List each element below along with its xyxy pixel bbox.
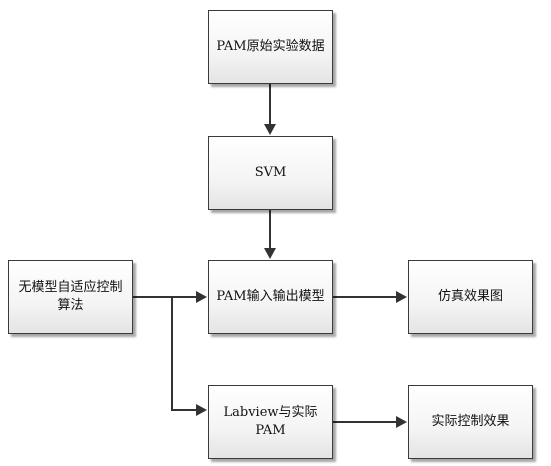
node-control-effect: 实际控制效果 (408, 385, 533, 459)
node-controller: 无模型自适应控制 算法 (8, 260, 133, 334)
arrowhead-model-to-sim (396, 291, 407, 303)
arrowhead-labview-to-effect (396, 416, 407, 428)
node-simulation: 仿真效果图 (408, 260, 533, 334)
arrowhead-svm-to-model (264, 248, 276, 259)
arrowhead-raw-to-svm (264, 124, 276, 135)
node-io-model: PAM输入输出模型 (208, 260, 333, 334)
node-simulation-label: 仿真效果图 (437, 289, 503, 304)
node-labview-label: Labview与实际PAM (223, 405, 318, 438)
node-svm-label: SVM (254, 165, 287, 180)
node-control-effect-label: 实际控制效果 (431, 414, 510, 429)
node-controller-label-line1: 无模型自适应控制 (18, 280, 123, 295)
arrowhead-ctrl-to-model (196, 291, 207, 303)
node-io-model-label: PAM输入输出模型 (216, 289, 325, 304)
node-labview: Labview与实际PAM (208, 385, 333, 459)
node-controller-label: 无模型自适应控制 算法 (18, 279, 122, 315)
arrow-ctrl-to-labview (171, 297, 196, 411)
node-raw-data: PAM原始实验数据 (208, 10, 333, 84)
arrowhead-ctrl-to-labview (196, 404, 207, 416)
node-svm: SVM (208, 136, 333, 210)
node-raw-data-label: PAM原始实验数据 (216, 39, 325, 54)
node-controller-label-line2: 算法 (57, 298, 84, 313)
